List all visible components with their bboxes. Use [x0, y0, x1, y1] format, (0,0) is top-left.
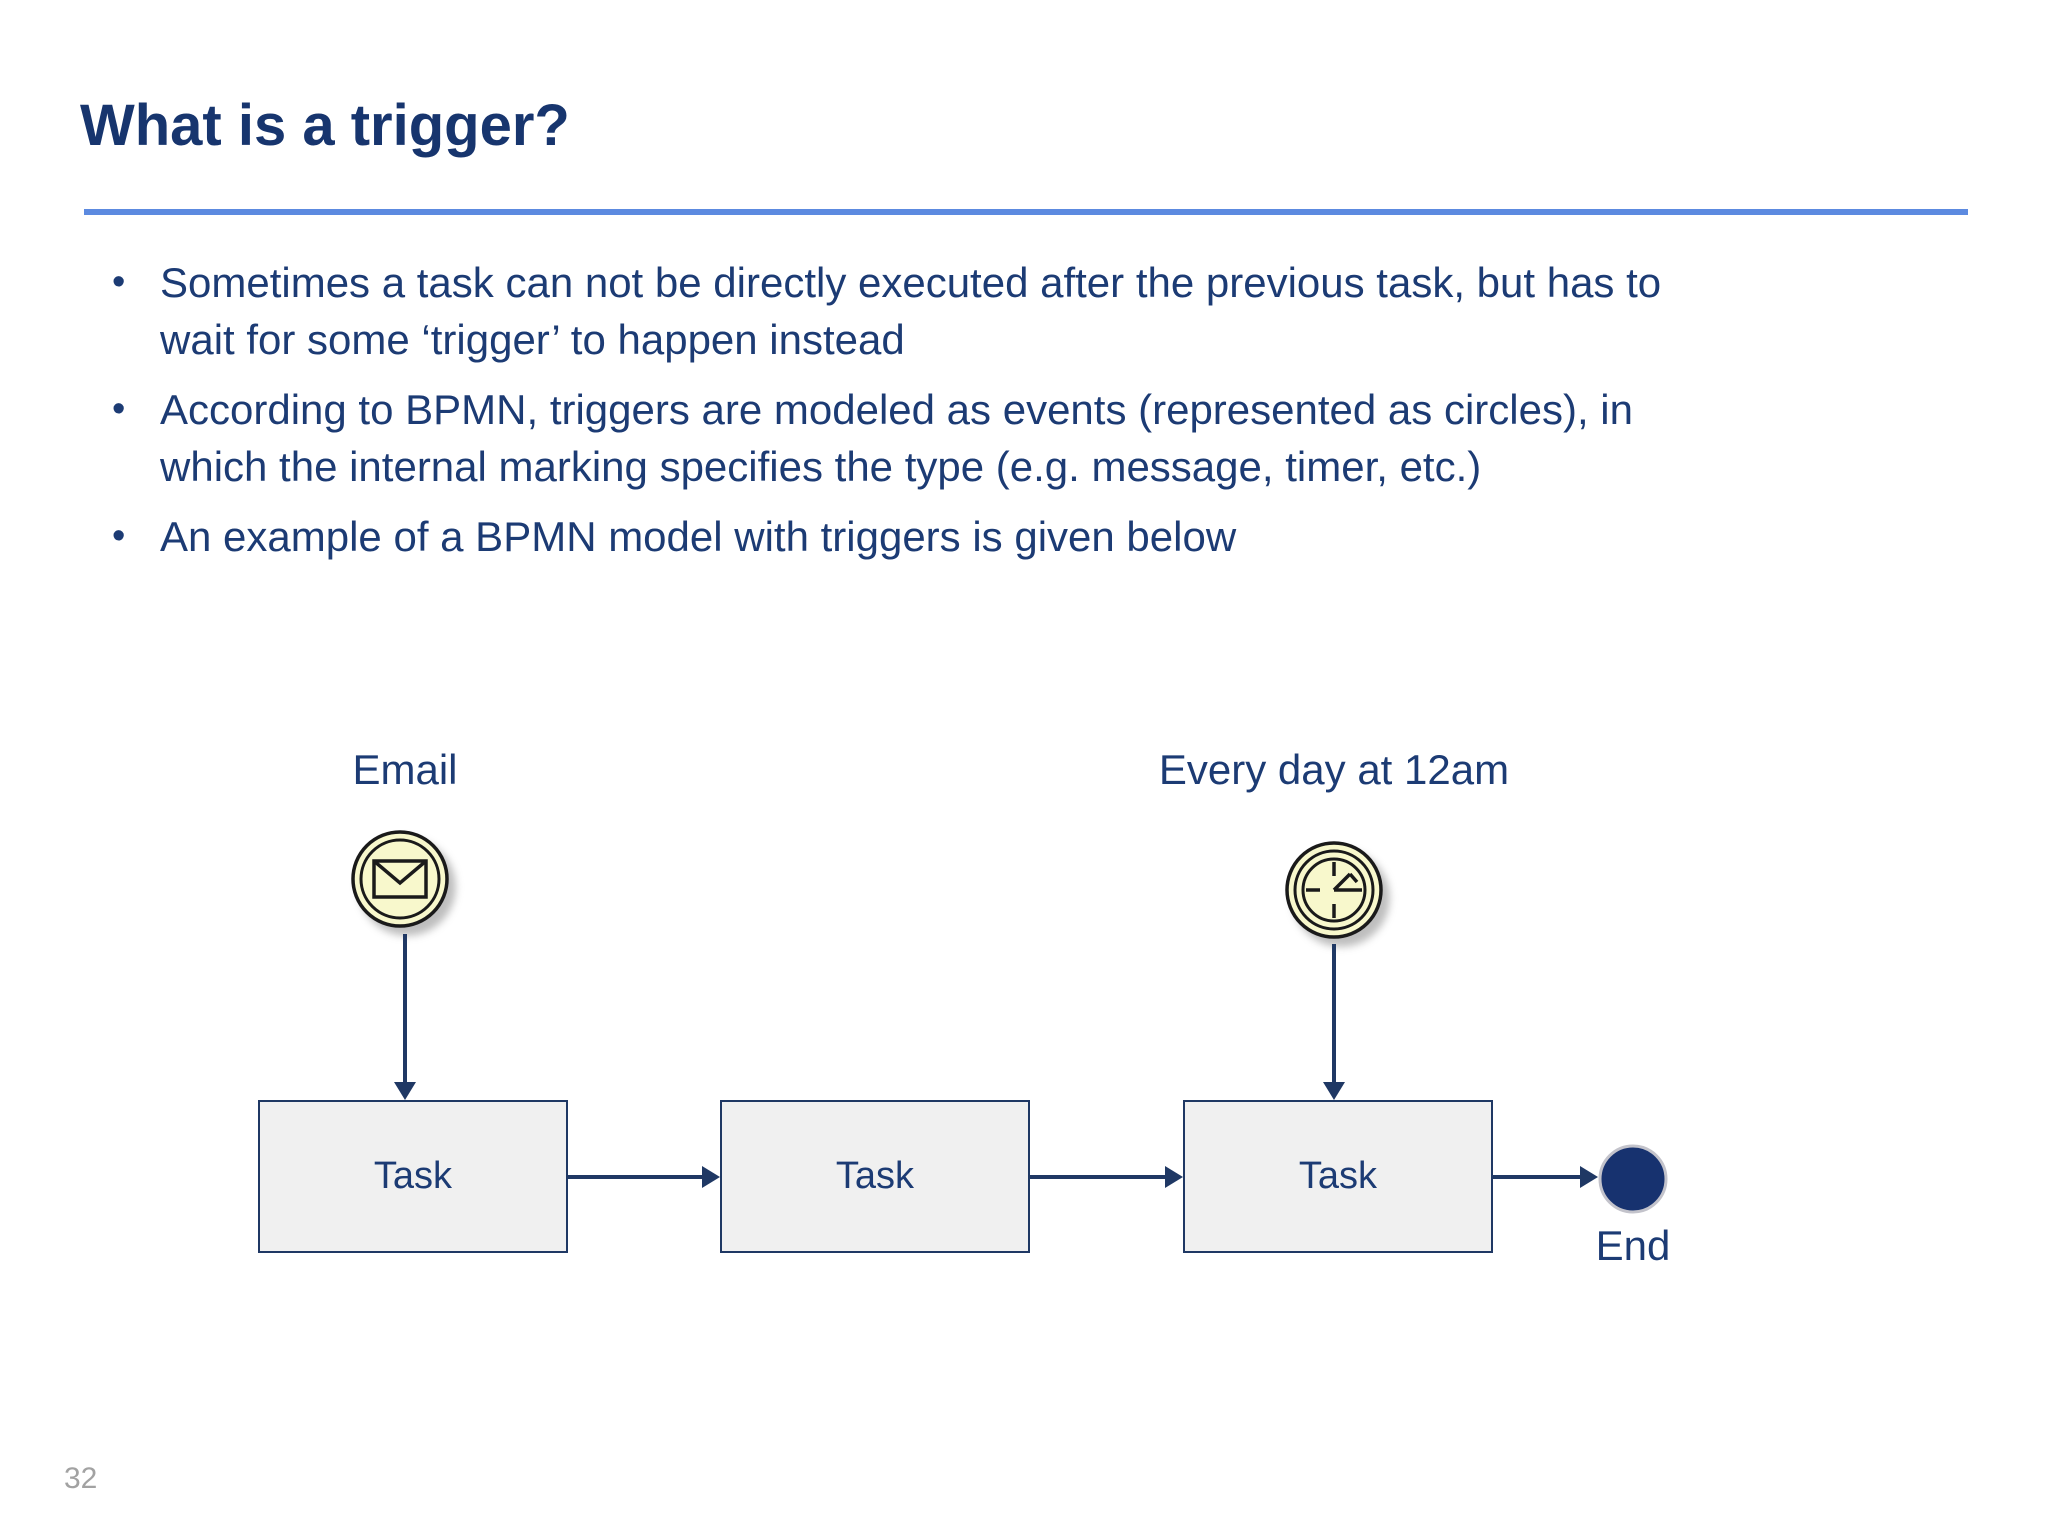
bullet-line: Sometimes a task can not be directly exe… — [160, 259, 1662, 306]
email-event-label: Email — [352, 746, 458, 793]
bullet-text: An example of a BPMN model with triggers… — [160, 508, 1832, 565]
sequence-flow-task1-task2 — [568, 1175, 702, 1179]
task1-label: Task — [373, 1155, 453, 1197]
bullet-marker: • — [112, 515, 126, 557]
bullet-item-2: • According to BPMN, triggers are modele… — [112, 381, 1832, 495]
flow-arrow-email-to-task1 — [403, 934, 407, 1082]
sequence-flow-task2-task3 — [1030, 1175, 1165, 1179]
bullet-text: Sometimes a task can not be directly exe… — [160, 254, 1832, 368]
bullet-marker: • — [112, 388, 126, 430]
bullet-line: which the internal marking specifies the… — [160, 443, 1482, 490]
timer-event-label: Every day at 12am — [1158, 746, 1510, 793]
task1-box: Task — [258, 1100, 568, 1253]
flow-arrowhead — [1580, 1166, 1598, 1188]
bullet-list: • Sometimes a task can not be directly e… — [112, 254, 1832, 578]
flow-arrowhead — [394, 1082, 416, 1100]
flow-arrowhead — [1165, 1166, 1183, 1188]
timer-clock-event-icon — [1285, 841, 1383, 939]
page-title: What is a trigger? — [80, 93, 570, 158]
bullet-item-1: • Sometimes a task can not be directly e… — [112, 254, 1832, 368]
title-divider — [84, 209, 1968, 215]
bullet-marker: • — [112, 261, 126, 303]
page-number: 32 — [64, 1462, 98, 1495]
flow-arrowhead — [1323, 1082, 1345, 1100]
task3-label: Task — [1298, 1155, 1378, 1197]
flow-arrowhead — [702, 1166, 720, 1188]
bullet-line: An example of a BPMN model with triggers… — [160, 513, 1237, 560]
bullet-line: wait for some ‘trigger’ to happen instea… — [160, 316, 905, 363]
message-envelope-event-icon — [351, 830, 449, 928]
task2-label: Task — [835, 1155, 915, 1197]
task2-box: Task — [720, 1100, 1030, 1253]
end-event-icon — [1598, 1144, 1668, 1214]
flow-arrow-timer-to-task3 — [1332, 944, 1336, 1082]
task3-box: Task — [1183, 1100, 1493, 1253]
bullet-text: According to BPMN, triggers are modeled … — [160, 381, 1832, 495]
bullet-line: According to BPMN, triggers are modeled … — [160, 386, 1633, 433]
sequence-flow-task3-end — [1493, 1175, 1580, 1179]
bullet-item-3: • An example of a BPMN model with trigge… — [112, 508, 1832, 565]
end-event-label: End — [1595, 1222, 1671, 1269]
